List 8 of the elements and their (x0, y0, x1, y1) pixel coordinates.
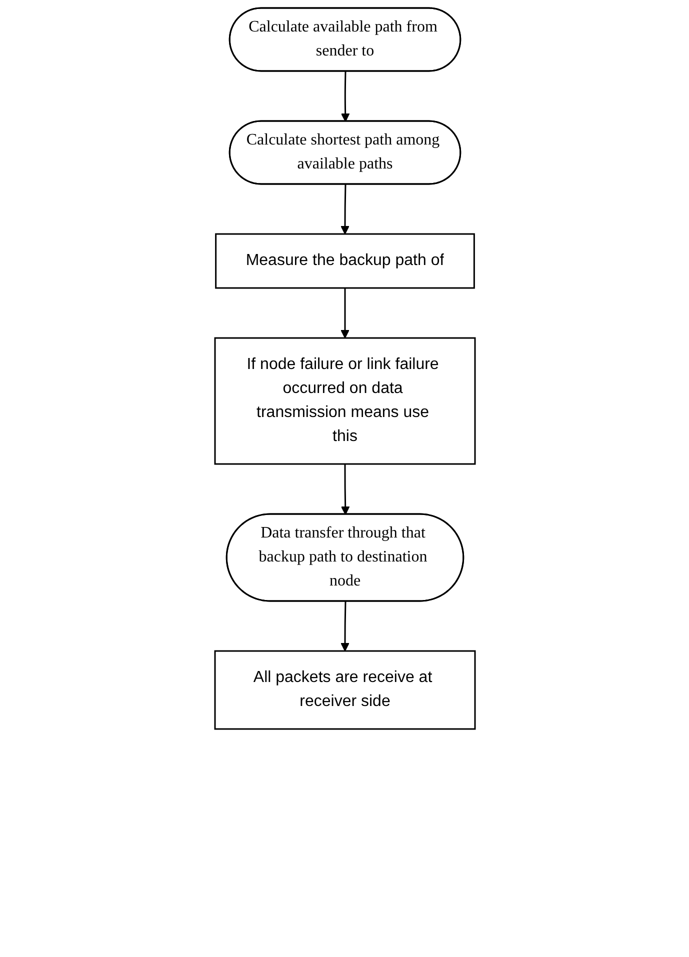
node-box: Measure the backup path of (214, 233, 474, 289)
arrow (340, 288, 349, 338)
node-box: All packets are receive at receiver side (214, 650, 476, 730)
arrow (340, 71, 350, 122)
arrow (340, 184, 349, 234)
node-box: If node failure or link failure occurred on data transmission means use this (214, 337, 476, 465)
arrow (340, 601, 349, 652)
arrow (340, 464, 350, 515)
